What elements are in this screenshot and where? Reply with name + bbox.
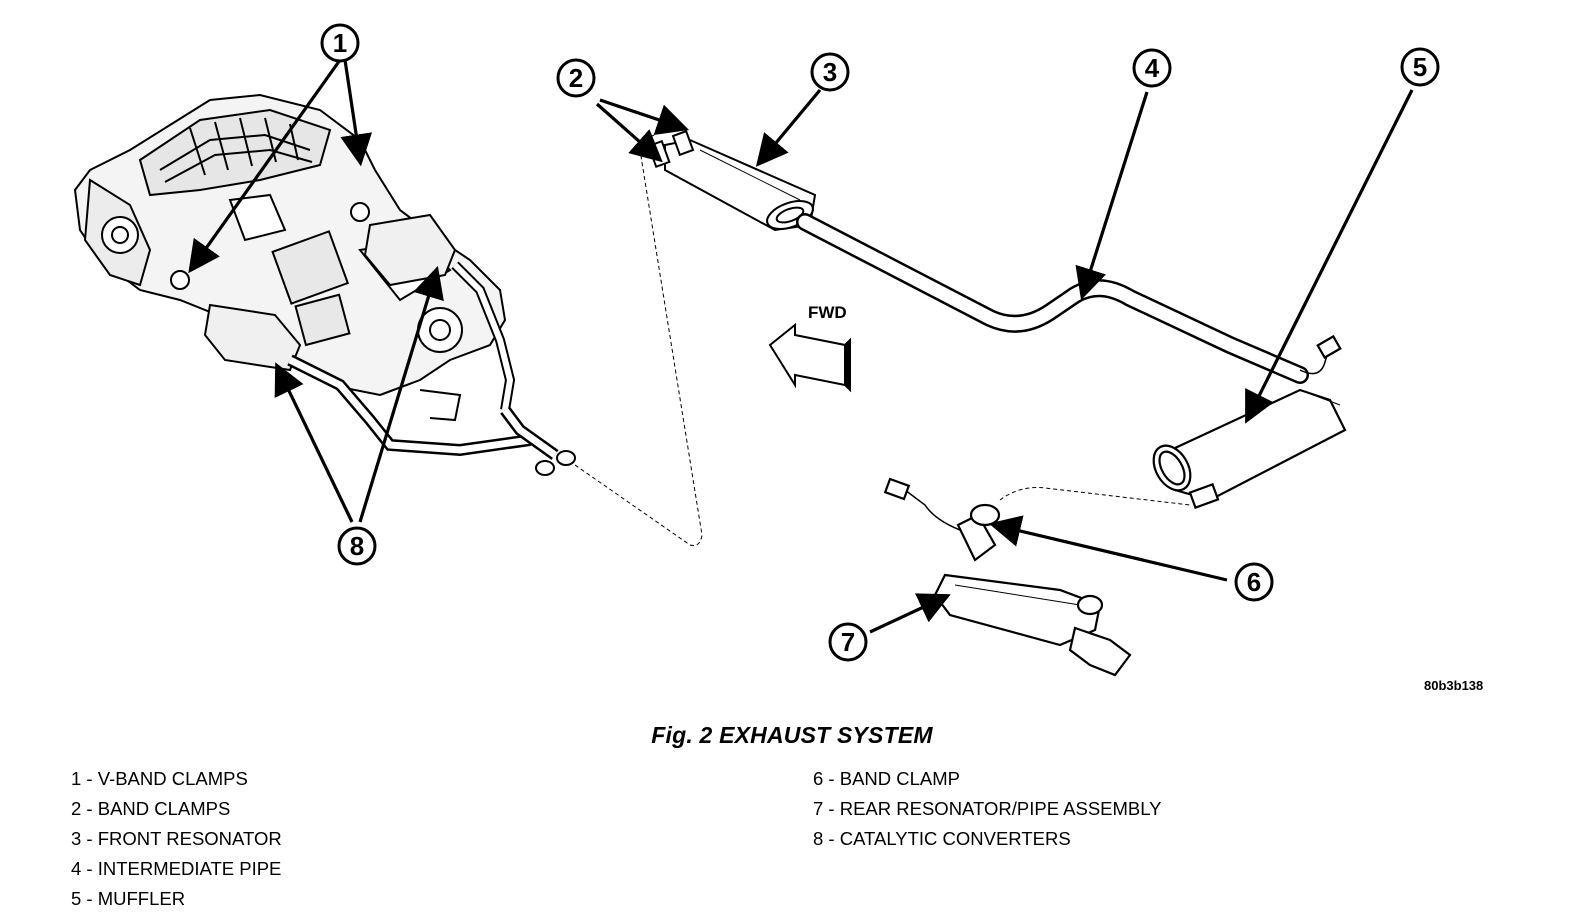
legend-item: 4 - INTERMEDIATE PIPE [71,858,282,879]
muffler [1152,334,1347,510]
callout-3: 3 [810,52,850,92]
legend-item: 8 - CATALYTIC CONVERTERS [813,828,1071,849]
leader-lines [188,59,1414,634]
callout-2: 2 [556,58,596,98]
front-resonator [647,129,817,232]
callout-4-number: 4 [1145,53,1160,83]
callout-7: 7 [828,622,868,662]
legend-item: 5 - MUFFLER [71,888,186,909]
callout-6-number: 6 [1247,567,1261,597]
engine-assembly [73,93,576,476]
legend-right-column: 6 - BAND CLAMP 7 - REAR RESONATOR/PIPE A… [813,764,1162,854]
figure-title: Fig. 2 EXHAUST SYSTEM [651,722,933,748]
callout-5-number: 5 [1413,52,1427,82]
legend-item: 6 - BAND CLAMP [813,768,961,789]
forward-direction-arrow [768,322,851,393]
callout-3-number: 3 [823,57,837,87]
callout-6: 6 [1234,562,1274,602]
legend-item: 3 - FRONT RESONATOR [71,828,282,849]
legend-item: 7 - REAR RESONATOR/PIPE ASSEMBLY [813,798,1162,819]
callout-2-number: 2 [569,63,583,93]
legend-item: 2 - BAND CLAMPS [71,798,231,819]
callout-5: 5 [1400,47,1440,87]
callout-4: 4 [1132,48,1172,88]
exhaust-system-diagram: FWD 1 2 3 4 5 [73,23,1440,677]
legend-left-column: 1 - V-BAND CLAMPS 2 - BAND CLAMPS 3 - FR… [71,764,282,914]
figure-code: 80b3b138 [1424,678,1484,693]
legend-item: 1 - V-BAND CLAMPS [71,768,248,789]
callout-8: 8 [337,526,377,566]
connection-guide-lines [574,134,1191,546]
callout-7-number: 7 [841,627,855,657]
rear-resonator-pipe [883,477,1132,677]
intermediate-pipe [796,213,1309,384]
callout-1-number: 1 [333,28,347,58]
callout-8-number: 8 [350,531,364,561]
fwd-label: FWD [808,303,847,322]
callout-1: 1 [320,23,360,63]
